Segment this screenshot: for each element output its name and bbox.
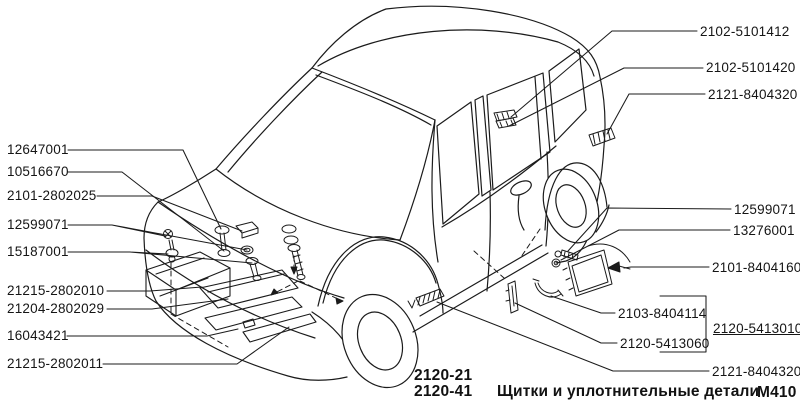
part-label: 2101-8404160 (712, 260, 800, 275)
model-code: 2120-21 (414, 367, 473, 384)
part-label: 13276001 (733, 223, 795, 238)
door-handle (510, 180, 532, 231)
window-seal-parts (493, 109, 518, 129)
mudflap (567, 249, 613, 297)
rocker-vent-strip (407, 288, 445, 309)
part-label: 2120-5413060 (620, 336, 710, 351)
front-door-window (436, 101, 480, 225)
part-label: 10516670 (7, 164, 69, 179)
construction-arrowheads (270, 266, 344, 305)
quarter-vent-grille (588, 127, 616, 147)
leader-lines (66, 30, 732, 372)
v-arrow (407, 299, 416, 309)
part-label: 21215-2802011 (7, 356, 104, 371)
construction-lines (170, 228, 541, 348)
part-label: 21204-2802029 (7, 301, 105, 316)
part-label: 12599071 (7, 217, 69, 232)
part-label: 2121-8404320 (708, 87, 798, 102)
model-code: 2120-41 (414, 383, 473, 400)
sliding-door-window (486, 72, 551, 191)
mudflap-parts-group (505, 243, 631, 314)
part-label: 15187001 (7, 244, 69, 259)
strip-16043421 (204, 296, 303, 331)
b-pillar (474, 95, 492, 197)
part-label: 2121-8404320 (712, 364, 800, 379)
group-bracket (659, 295, 707, 353)
part-label: 12599071 (734, 202, 796, 217)
front-wheel (341, 293, 419, 389)
part-label: 2101-2802025 (7, 188, 97, 203)
quarter-window (548, 48, 587, 143)
part-label: 16043421 (7, 328, 69, 343)
strip-2121502802011 (242, 313, 317, 343)
shield-2120402802029 (199, 269, 299, 309)
part-label: 2102-5101412 (700, 24, 790, 39)
part-label: 12647001 (7, 142, 69, 157)
wheel-arches (317, 162, 608, 333)
sheet-code: М410 (757, 384, 797, 401)
part-label-assembly: 2120-5413010 (713, 321, 800, 336)
part-label: 21215-2802010 (7, 283, 105, 298)
part-label: 2102-5101420 (706, 60, 796, 75)
car-line-art (143, 5, 610, 381)
page-title: Щитки и уплотнительные детали (497, 383, 760, 400)
part-label: 2103-8404114 (618, 306, 707, 321)
